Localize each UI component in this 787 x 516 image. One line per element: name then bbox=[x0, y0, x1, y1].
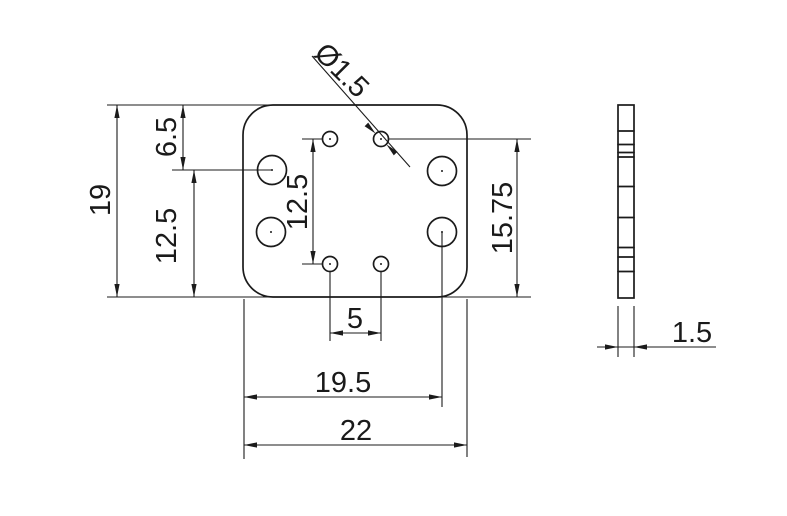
dim-label-small-hole-rows-pitch: 12.5 bbox=[282, 174, 314, 230]
dim-small-hole-to-bottom: 15.75 bbox=[389, 138, 531, 298]
arrowhead bbox=[191, 284, 197, 297]
dim-label-thickness: 1.5 bbox=[672, 317, 712, 349]
arrowhead bbox=[386, 144, 398, 156]
dim-small-holes-pitch: 5 bbox=[329, 272, 382, 341]
dim-hole-row-to-bottom: 12.5 bbox=[151, 170, 197, 297]
large-hole bbox=[426, 155, 458, 187]
dim-label-top-to-hole-row: 6.5 bbox=[151, 117, 183, 157]
dim-small-hole-diameter: Ø1.5 bbox=[308, 37, 411, 168]
small-hole bbox=[372, 130, 390, 148]
arrowhead bbox=[364, 122, 376, 134]
arrowhead bbox=[244, 442, 257, 448]
large-hole bbox=[255, 216, 287, 248]
dim-overall-width: 22 bbox=[243, 299, 468, 459]
dim-label-small-holes-pitch: 5 bbox=[347, 303, 363, 335]
dim-thickness: 1.5 bbox=[597, 306, 716, 357]
leader-line bbox=[311, 55, 411, 168]
dim-small-hole-rows-pitch: 12.5 bbox=[282, 138, 322, 265]
arrowhead bbox=[114, 284, 120, 297]
plate-outline bbox=[242, 104, 468, 298]
arrowhead bbox=[429, 394, 442, 400]
arrowhead bbox=[514, 284, 520, 297]
arrowhead bbox=[634, 344, 647, 350]
dim-label-small-hole-to-bottom: 15.75 bbox=[487, 182, 519, 255]
arrowhead bbox=[191, 170, 197, 183]
arrowhead bbox=[605, 344, 618, 350]
dim-left-to-hole-col: 19.5 bbox=[244, 232, 443, 407]
small-hole bbox=[321, 130, 339, 148]
arrowhead bbox=[180, 157, 186, 170]
dim-overall-height: 19 bbox=[85, 104, 278, 298]
dim-label-hole-row-to-bottom: 12.5 bbox=[151, 208, 183, 264]
hole-center-mark bbox=[380, 263, 382, 265]
hole-center-mark bbox=[270, 231, 272, 233]
dim-label-overall-height: 19 bbox=[85, 184, 117, 216]
arrowhead bbox=[114, 105, 120, 118]
arrowhead bbox=[310, 139, 316, 152]
dim-label-left-to-hole-col: 19.5 bbox=[315, 367, 371, 399]
arrowhead bbox=[180, 105, 186, 118]
hole-center-mark bbox=[329, 263, 331, 265]
small-hole bbox=[372, 255, 390, 273]
hole-center-mark bbox=[329, 138, 331, 140]
arrowhead bbox=[368, 330, 381, 336]
dim-label-overall-width: 22 bbox=[340, 415, 372, 447]
hole-center-mark bbox=[380, 138, 382, 140]
arrowhead bbox=[514, 139, 520, 152]
arrowhead bbox=[244, 394, 257, 400]
dim-label-small-hole-diameter: Ø1.5 bbox=[308, 37, 375, 104]
front-view: 19 6.5 12.5 12.5 bbox=[85, 37, 531, 459]
arrowhead bbox=[310, 251, 316, 264]
arrowhead bbox=[330, 330, 343, 336]
hole-center-mark bbox=[441, 170, 443, 172]
arrowhead bbox=[454, 442, 467, 448]
small-hole bbox=[321, 255, 339, 273]
side-view: 1.5 bbox=[597, 104, 716, 357]
dim-top-to-hole-row: 6.5 bbox=[151, 105, 272, 171]
side-view-outline bbox=[617, 104, 635, 299]
